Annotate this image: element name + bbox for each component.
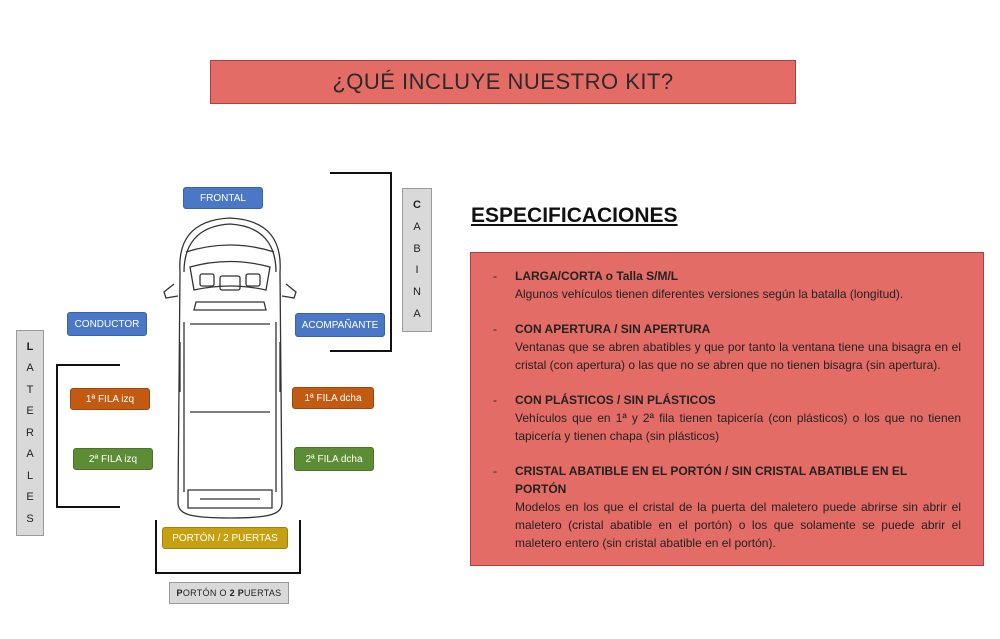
spec-item: - CRISTAL ABATIBLE EN EL PORTÓN / SIN CR… [493, 462, 961, 552]
laterales-letter: L [26, 340, 34, 353]
porton-text-uertas: UERTAS [244, 588, 282, 598]
cabina-letter: C [413, 198, 421, 211]
cabina-letter: B [413, 242, 421, 255]
laterales-letter: A [26, 362, 34, 374]
acompanante-tag[interactable]: ACOMPAÑANTE [295, 313, 385, 337]
porton-text-orton: ORTÓN O [182, 588, 230, 598]
cabina-letter: I [415, 264, 419, 277]
fila2-dcha-label: 2ª FILA dcha [305, 453, 363, 465]
spec-dash: - [493, 322, 497, 336]
porton-letter-p2: P [237, 588, 244, 598]
fila2-dcha-tag[interactable]: 2ª FILA dcha [294, 447, 374, 471]
fila1-dcha-tag[interactable]: 1ª FILA dcha [292, 387, 374, 409]
spec-heading: CRISTAL ABATIBLE EN EL PORTÓN / SIN CRIS… [515, 464, 908, 496]
specs-title: ESPECIFICACIONES [471, 204, 678, 227]
fila1-dcha-label: 1ª FILA dcha [304, 392, 362, 404]
spec-text: Vehículos que en 1ª y 2ª fila tienen tap… [515, 411, 961, 443]
porton-text-two: 2 [229, 588, 235, 598]
spec-heading: CON APERTURA / SIN APERTURA [515, 322, 711, 336]
spec-text: Algunos vehículos tienen diferentes vers… [515, 287, 904, 301]
fila2-izq-label: 2ª FILA izq [88, 453, 138, 465]
laterales-letter: L [26, 469, 34, 482]
cabina-letter: A [413, 308, 421, 321]
laterales-letter: T [26, 383, 34, 396]
laterales-letter: A [26, 448, 34, 460]
spec-text: Modelos en los que el cristal de la puer… [515, 500, 961, 550]
fila1-izq-label: 1ª FILA izq [85, 393, 135, 405]
spec-item: - CON APERTURA / SIN APERTURA Ventanas q… [493, 320, 961, 374]
spec-heading: CON PLÁSTICOS / SIN PLÁSTICOS [515, 393, 716, 407]
spec-dash: - [493, 269, 497, 283]
fila1-izq-tag[interactable]: 1ª FILA izq [70, 388, 150, 410]
cabina-letter: A [413, 220, 421, 233]
page-title: ¿QUÉ INCLUYE NUESTRO KIT? [332, 69, 674, 94]
laterales-letter: R [26, 426, 34, 439]
spec-dash: - [493, 393, 497, 407]
porton-label: PORTÓN / 2 PUERTAS [172, 532, 278, 544]
specs-box: - LARGA/CORTA o Talla S/M/L Algunos vehí… [470, 252, 984, 566]
conductor-label: CONDUCTOR [74, 318, 140, 330]
acompanante-label: ACOMPAÑANTE [301, 319, 379, 331]
spec-text: Ventanas que se abren abatibles y que po… [515, 340, 961, 372]
conductor-tag[interactable]: CONDUCTOR [67, 312, 147, 336]
spec-item: - LARGA/CORTA o Talla S/M/L Algunos vehí… [493, 267, 961, 303]
spec-heading: LARGA/CORTA o Talla S/M/L [515, 269, 679, 283]
porton-bracket [155, 520, 301, 574]
spec-dash: - [493, 464, 497, 478]
porton-letter-p: P [176, 588, 183, 598]
laterales-letter: S [26, 512, 34, 525]
cabina-bracket [330, 172, 392, 352]
cabina-letter: N [413, 286, 421, 299]
fila2-izq-tag[interactable]: 2ª FILA izq [73, 448, 153, 470]
laterales-letter: E [26, 491, 34, 503]
laterales-letter: E [26, 405, 34, 417]
laterales-bracket [56, 364, 120, 508]
porton-tag[interactable]: PORTÓN / 2 PUERTAS [162, 527, 288, 549]
laterales-label: L A T E R A L E S [16, 330, 44, 536]
van-top-view-diagram [163, 217, 297, 519]
frontal-label: FRONTAL [200, 192, 246, 204]
frontal-tag[interactable]: FRONTAL [183, 187, 263, 209]
cabina-label: C A B I N A [402, 188, 432, 332]
spec-item: - CON PLÁSTICOS / SIN PLÁSTICOS Vehículo… [493, 391, 961, 445]
page-title-banner: ¿QUÉ INCLUYE NUESTRO KIT? [210, 60, 796, 104]
